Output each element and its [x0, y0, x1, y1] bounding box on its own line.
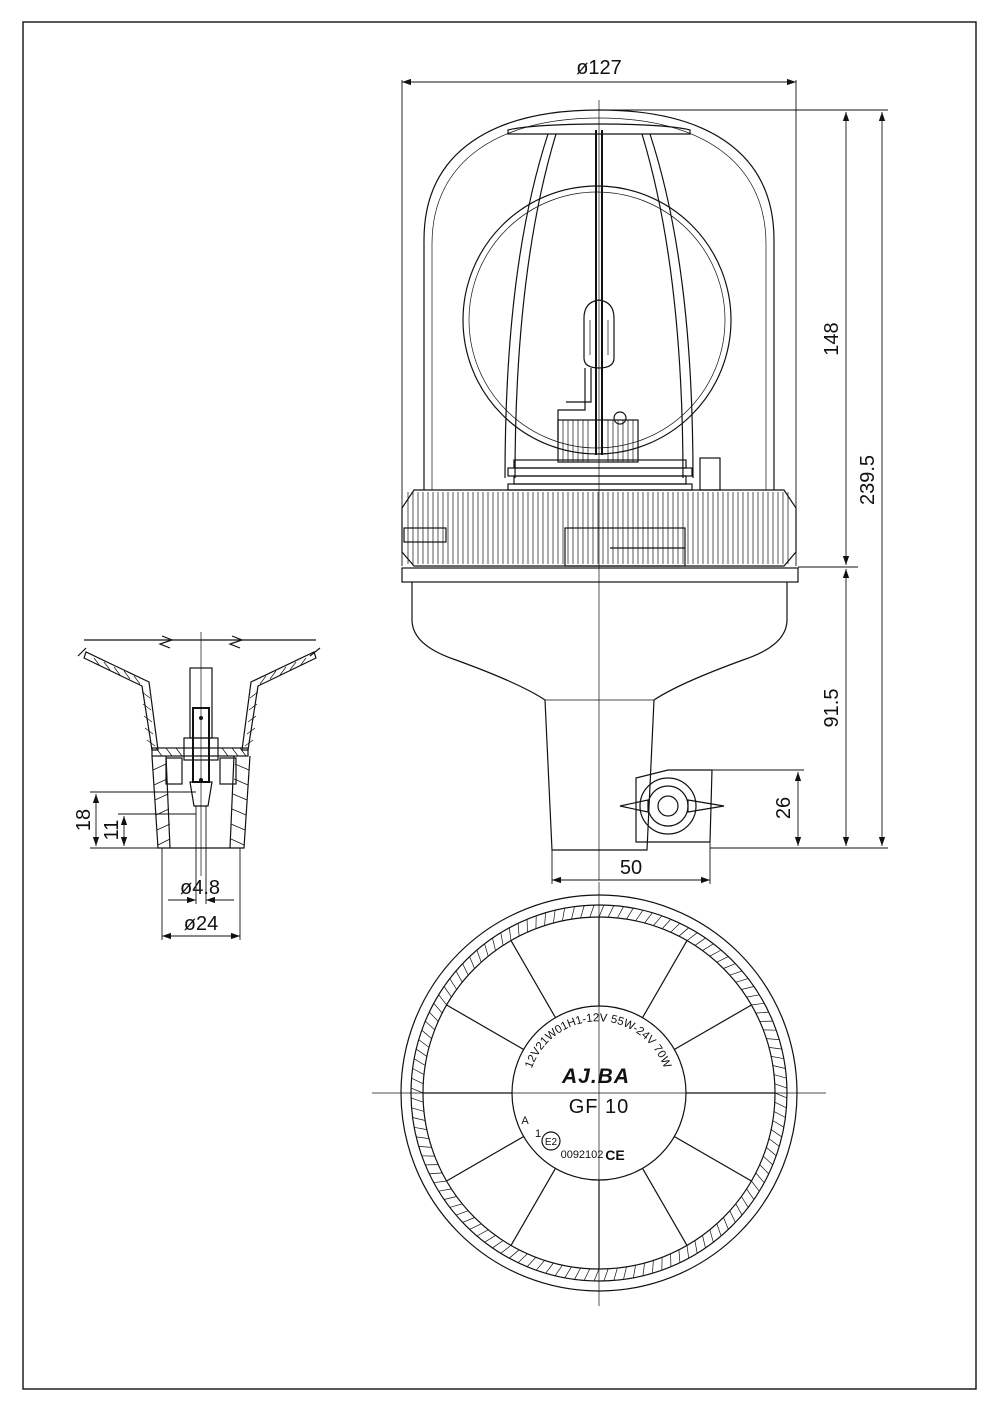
- dim-26-label: 26: [773, 797, 795, 819]
- dimension-diameter-127: ø127: [401, 57, 797, 566]
- mounting-flange: [401, 567, 799, 583]
- dim-91-5-label: 91.5: [821, 689, 843, 728]
- dim-148-label: 148: [821, 322, 843, 355]
- label-approval-index: 1: [535, 1128, 541, 1140]
- bottom-outer-ring: [400, 894, 798, 1292]
- label-approval-prefix: A: [521, 1115, 529, 1127]
- dome-inner-outline: [431, 117, 767, 490]
- dim-detail-18-label: 18: [73, 809, 95, 831]
- label-ce-mark: CE: [605, 1147, 624, 1163]
- base-cone: [411, 582, 788, 851]
- dimension-detail-phi-4-8: ø4.8: [168, 806, 234, 904]
- dim-diameter-127-label: ø127: [576, 57, 622, 79]
- dimension-detail-18: 18: [73, 791, 196, 849]
- dim-239-5-label: 239.5: [857, 455, 879, 505]
- label-brand-logo: AJ.BA: [561, 1065, 630, 1088]
- bottom-spokes: [423, 917, 775, 1269]
- dim-50-label: 50: [620, 857, 642, 879]
- cage-wire-left: [504, 133, 557, 479]
- dim-detail-phi-24-label: ø24: [184, 913, 218, 935]
- drawing-frame: [22, 21, 977, 1390]
- dimension-height-148: 148: [821, 112, 850, 565]
- label-approval-mark: E2: [545, 1137, 558, 1148]
- mount-detail-section: [77, 632, 321, 876]
- label-disc: [511, 1005, 687, 1181]
- dimension-height-26: 26: [712, 769, 804, 846]
- dimension-detail-11: 11: [101, 813, 196, 846]
- dimension-width-50: 50: [551, 842, 711, 884]
- dimension-height-91-5: 91.5: [821, 569, 850, 846]
- lamp-holder-fins: [562, 420, 634, 462]
- bulb: [583, 299, 615, 369]
- dim-detail-11-label: 11: [101, 820, 123, 841]
- dimension-height-239-5: 239.5: [857, 112, 886, 846]
- wing-nut: [619, 769, 725, 843]
- label-model: GF 10: [569, 1096, 630, 1118]
- lamp-holder: [557, 419, 639, 463]
- bottom-ring-teeth: [410, 904, 788, 1282]
- label-approval-number: 0092102: [561, 1149, 604, 1161]
- cage-wire-right: [641, 133, 694, 479]
- dimension-detail-phi-24: ø24: [161, 848, 241, 940]
- label-rating-text: 12V21W01H1-12V 55W-24V 70W: [523, 1012, 673, 1070]
- bottom-view: 12V21W01H1-12V 55W-24V 70W AJ.BA GF 10 A…: [372, 882, 826, 1306]
- side-view: [401, 100, 799, 880]
- dim-detail-phi-4-8-label: ø4.8: [180, 877, 220, 899]
- dome-outline: [423, 109, 775, 490]
- motor-platform: [507, 457, 721, 491]
- dome-cap: [507, 123, 691, 135]
